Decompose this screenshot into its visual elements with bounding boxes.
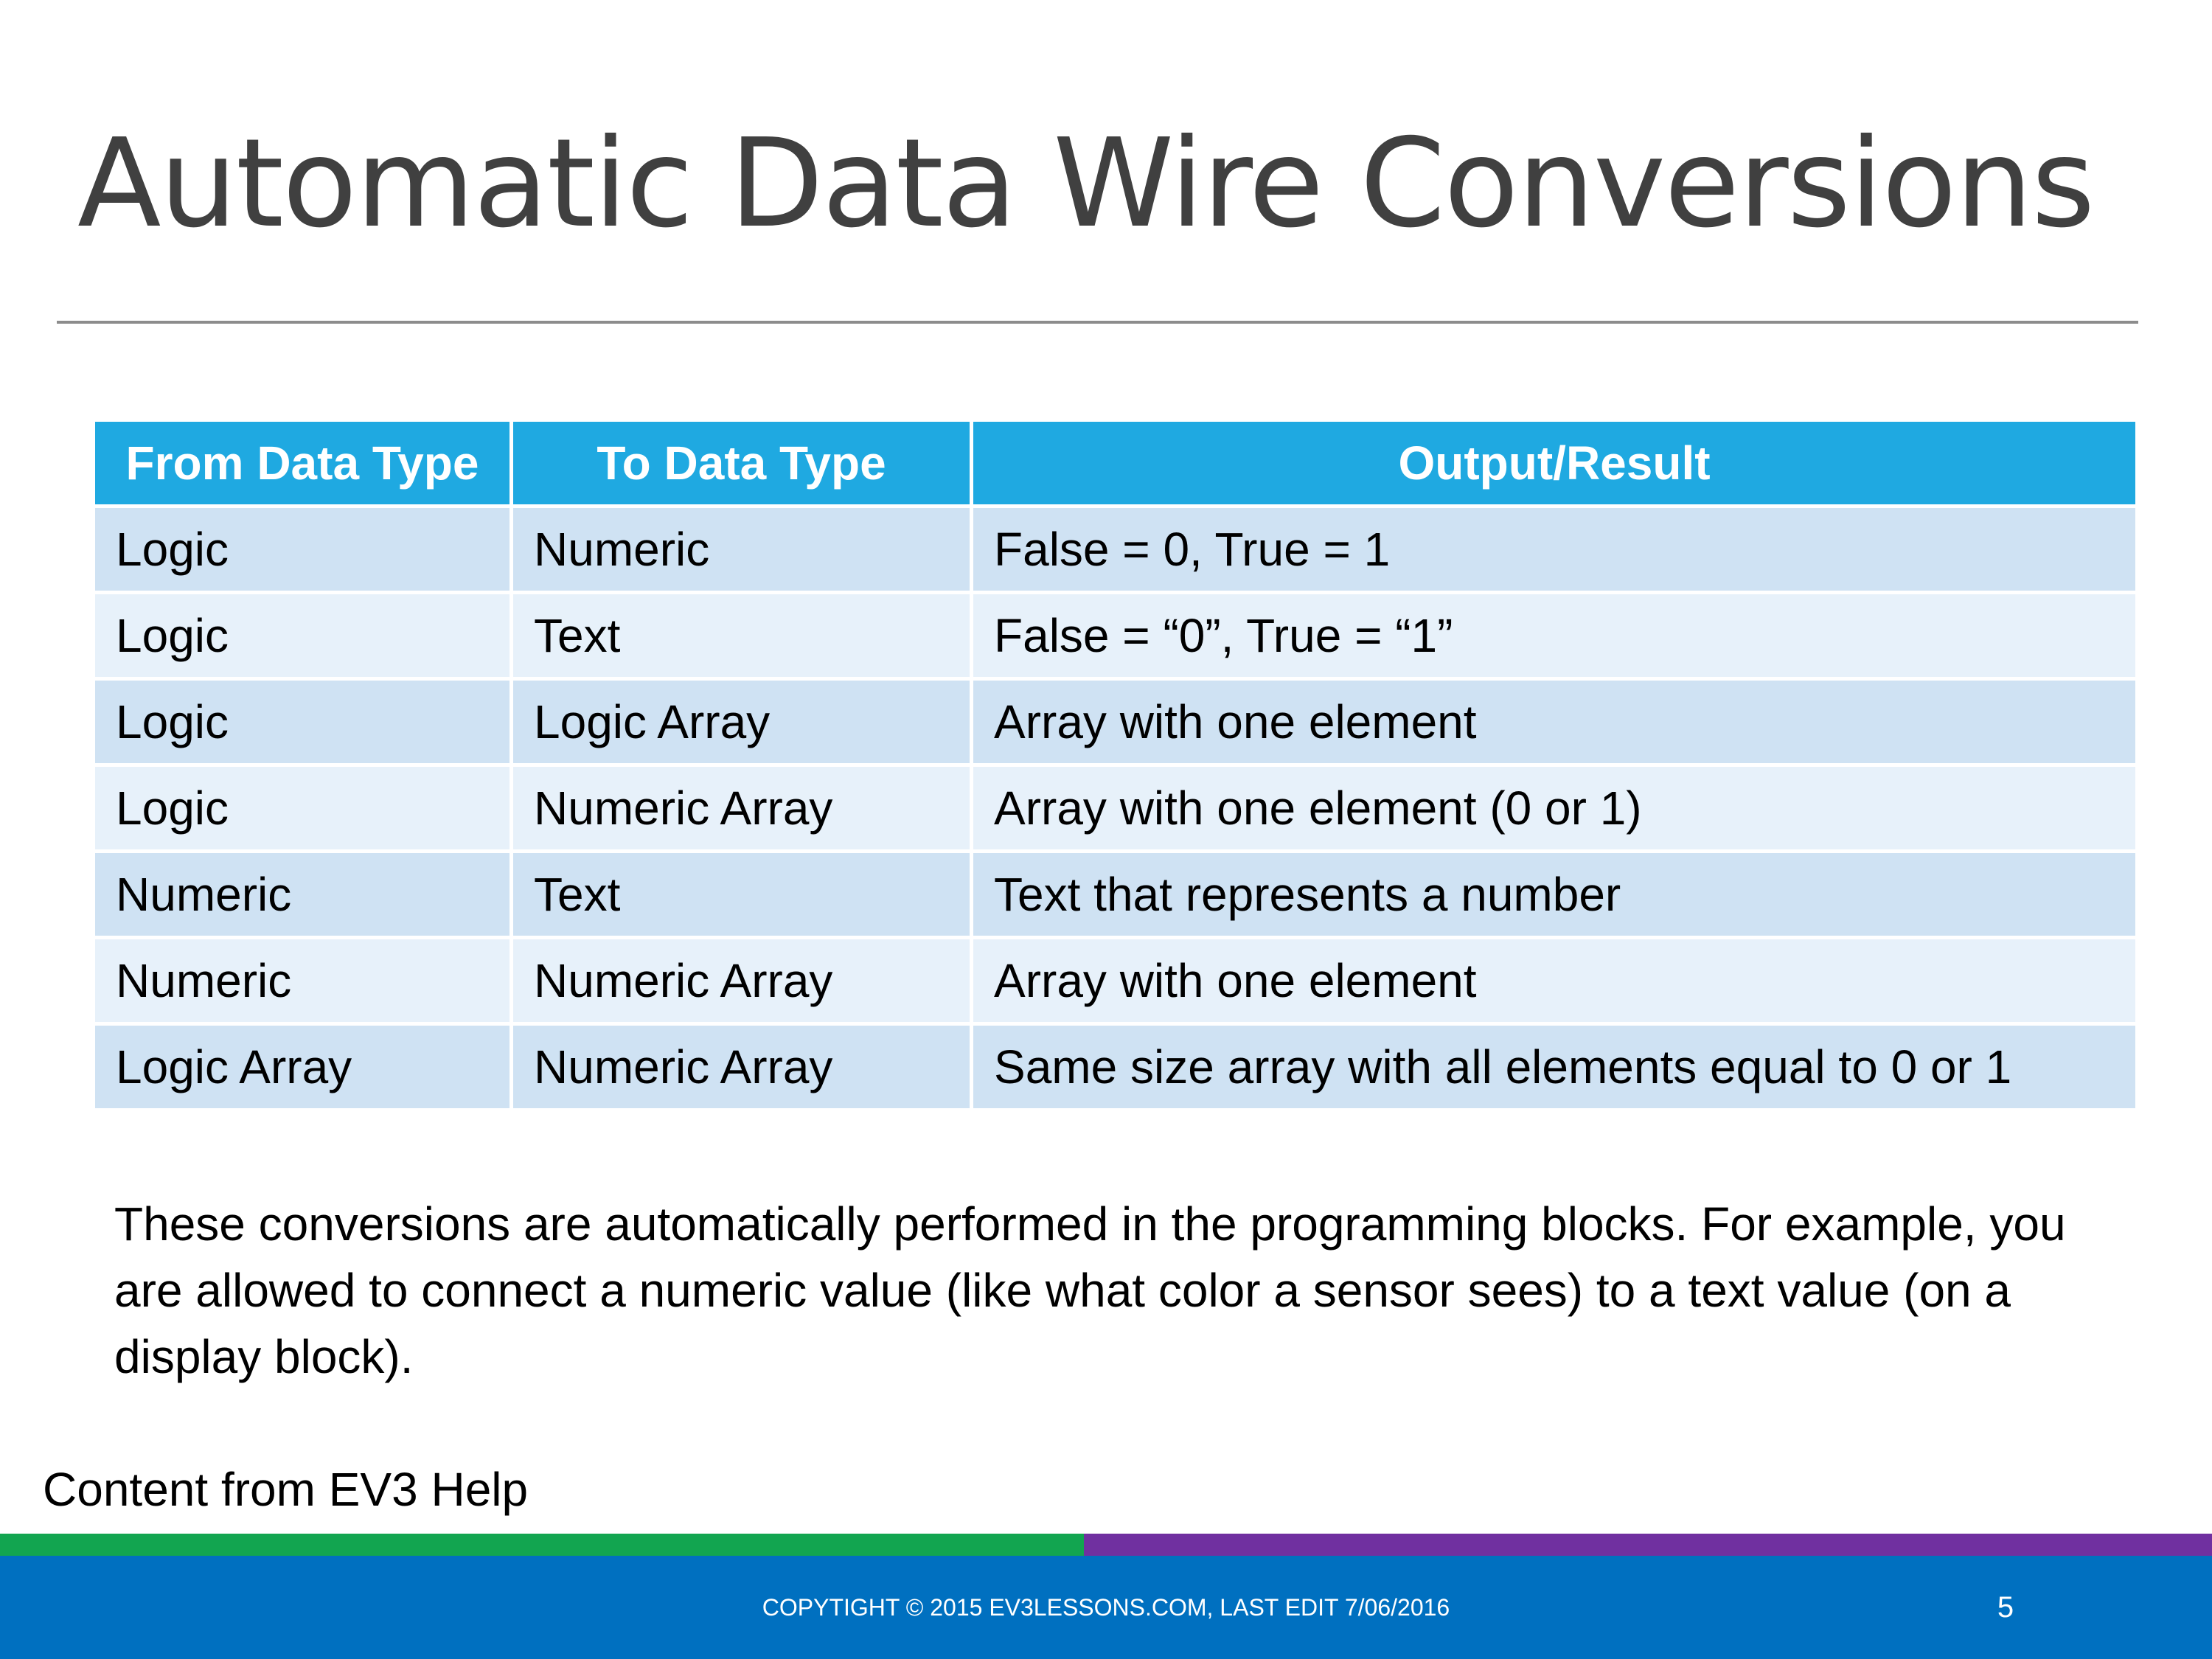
cell-output: Array with one element (970, 677, 2139, 767)
conversion-table: From Data Type To Data Type Output/Resul… (91, 418, 2139, 1112)
table-row: Logic Array Numeric Array Same size arra… (91, 1022, 2139, 1112)
header-to-data-type: To Data Type (509, 418, 973, 508)
source-note: Content from EV3 Help (43, 1463, 529, 1516)
explanation-paragraph: These conversions are automatically perf… (114, 1197, 2066, 1383)
header-output-result: Output/Result (970, 418, 2139, 508)
footer-bar (0, 1556, 2212, 1659)
table-row: Numeric Text Text that represents a numb… (91, 849, 2139, 939)
cell-to-type: Logic Array (509, 677, 973, 767)
cell-output: Text that represents a number (970, 849, 2139, 939)
table-row: Logic Numeric False = 0, True = 1 (91, 504, 2139, 594)
table-row: Numeric Numeric Array Array with one ele… (91, 936, 2139, 1026)
table-row: Logic Numeric Array Array with one eleme… (91, 763, 2139, 853)
table-row: Logic Logic Array Array with one element (91, 677, 2139, 767)
table-row: Logic Text False = “0”, True = “1” (91, 591, 2139, 681)
cell-to-type: Text (509, 591, 973, 681)
header-from-data-type: From Data Type (91, 418, 513, 508)
footer-stripe-green (0, 1534, 1084, 1556)
cell-from-type: Numeric (91, 849, 513, 939)
cell-to-type: Text (509, 849, 973, 939)
cell-output: False = 0, True = 1 (970, 504, 2139, 594)
cell-output: Same size array with all elements equal … (970, 1022, 2139, 1112)
cell-output: Array with one element (0 or 1) (970, 763, 2139, 853)
cell-to-type: Numeric Array (509, 763, 973, 853)
slide-number: 5 (1997, 1591, 2014, 1624)
cell-from-type: Logic (91, 763, 513, 853)
table-header-row: From Data Type To Data Type Output/Resul… (91, 418, 2139, 508)
cell-to-type: Numeric (509, 504, 973, 594)
slide-title: Automatic Data Wire Conversions (77, 113, 2095, 255)
cell-from-type: Logic (91, 677, 513, 767)
title-divider (57, 321, 2138, 324)
cell-output: Array with one element (970, 936, 2139, 1026)
footer-copyright: COPYTIGHT © 2015 EV3LESSONS.COM, LAST ED… (762, 1594, 1450, 1621)
cell-from-type: Logic (91, 504, 513, 594)
cell-to-type: Numeric Array (509, 936, 973, 1026)
footer-stripe-purple (1084, 1534, 2212, 1556)
cell-output: False = “0”, True = “1” (970, 591, 2139, 681)
cell-to-type: Numeric Array (509, 1022, 973, 1112)
cell-from-type: Logic Array (91, 1022, 513, 1112)
cell-from-type: Logic (91, 591, 513, 681)
cell-from-type: Numeric (91, 936, 513, 1026)
